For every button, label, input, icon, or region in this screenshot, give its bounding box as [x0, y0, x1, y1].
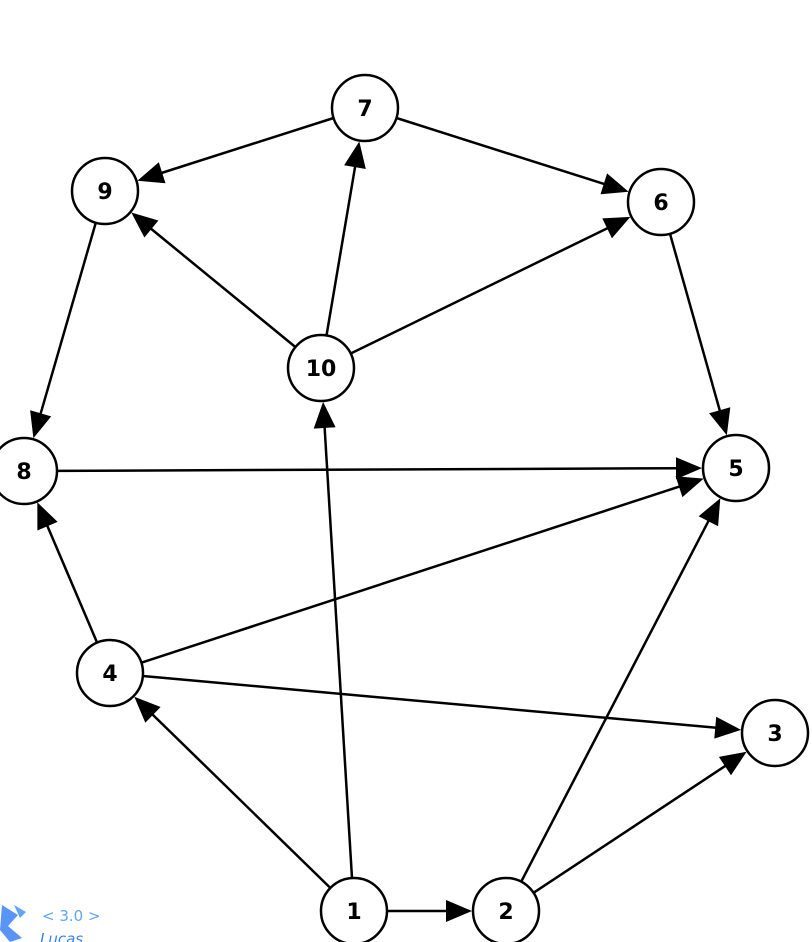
edge-4-to-3 [142, 674, 720, 730]
node-label-1: 1 [346, 900, 361, 925]
node-circle-4 [75, 638, 145, 708]
arrowhead-10-to-7 [344, 141, 366, 169]
edge-1-to-4 [149, 711, 332, 889]
edge-2-to-5 [520, 517, 712, 883]
node-circle-10 [286, 333, 356, 403]
node-label-7: 7 [357, 97, 372, 122]
node-label-5: 5 [728, 457, 743, 482]
edge-9-to-8 [38, 222, 98, 418]
edge-4-to-5 [141, 484, 684, 664]
arrowhead-4-to-5 [675, 476, 704, 498]
arrowhead-8-to-5 [676, 457, 702, 480]
node-label-3: 3 [767, 722, 782, 747]
watermark: < 3.0 > Lucas [0, 905, 101, 942]
arrowhead-2-to-5 [698, 498, 721, 527]
node-1: 1 [319, 876, 389, 942]
arrowhead-4-to-3 [714, 716, 742, 739]
watermark-logo-icon [0, 905, 26, 942]
node-label-2: 2 [498, 900, 513, 925]
edges-layer [30, 116, 747, 922]
arrowhead-10-to-6 [602, 216, 631, 239]
node-3: 3 [740, 698, 810, 768]
arrowhead-1-to-10 [313, 401, 336, 429]
edge-1-to-10 [323, 423, 354, 879]
arrowhead-4-to-8 [37, 502, 58, 531]
edge-2-to-3 [532, 762, 729, 894]
edge-10-to-9 [147, 225, 297, 349]
edge-7-to-6 [396, 116, 608, 187]
node-circle-1 [319, 876, 389, 942]
watermark-name: Lucas [40, 930, 83, 942]
node-circle-2 [471, 876, 541, 942]
arrowhead-9-to-8 [30, 410, 52, 439]
arrowhead-1-to-2 [446, 900, 472, 922]
node-circle-7 [330, 73, 400, 143]
node-9: 9 [70, 156, 140, 226]
arrowhead-2-to-3 [718, 751, 747, 776]
edge-4-to-8 [44, 522, 99, 644]
node-7: 7 [330, 73, 400, 143]
node-label-10: 10 [306, 357, 337, 382]
node-4: 4 [75, 638, 145, 708]
node-label-6: 6 [653, 191, 668, 216]
node-label-9: 9 [97, 180, 112, 205]
arrowhead-7-to-6 [600, 173, 629, 195]
edge-7-to-9 [157, 116, 334, 176]
node-8: 8 [0, 436, 59, 506]
edge-10-to-7 [325, 162, 357, 336]
arrowhead-6-to-5 [709, 407, 731, 436]
node-circle-9 [70, 156, 140, 226]
node-10: 10 [286, 333, 356, 403]
arrowhead-1-to-4 [134, 696, 161, 723]
node-circle-3 [740, 698, 810, 768]
edge-8-to-5 [56, 466, 681, 473]
node-6: 6 [626, 167, 696, 237]
node-circle-5 [701, 433, 771, 503]
edge-10-to-6 [350, 225, 612, 355]
node-label-8: 8 [16, 460, 31, 485]
nodes-layer: 1 2 3 4 5 6 7 8 9 10 [0, 73, 810, 942]
node-5: 5 [701, 433, 771, 503]
watermark-version: < 3.0 > [42, 907, 101, 925]
node-2: 2 [471, 876, 541, 942]
arrowhead-7-to-9 [137, 162, 166, 184]
node-circle-8 [0, 436, 59, 506]
node-circle-6 [626, 167, 696, 237]
arrowhead-10-to-9 [131, 212, 159, 238]
edge-6-to-5 [668, 233, 723, 415]
node-label-4: 4 [102, 662, 117, 687]
